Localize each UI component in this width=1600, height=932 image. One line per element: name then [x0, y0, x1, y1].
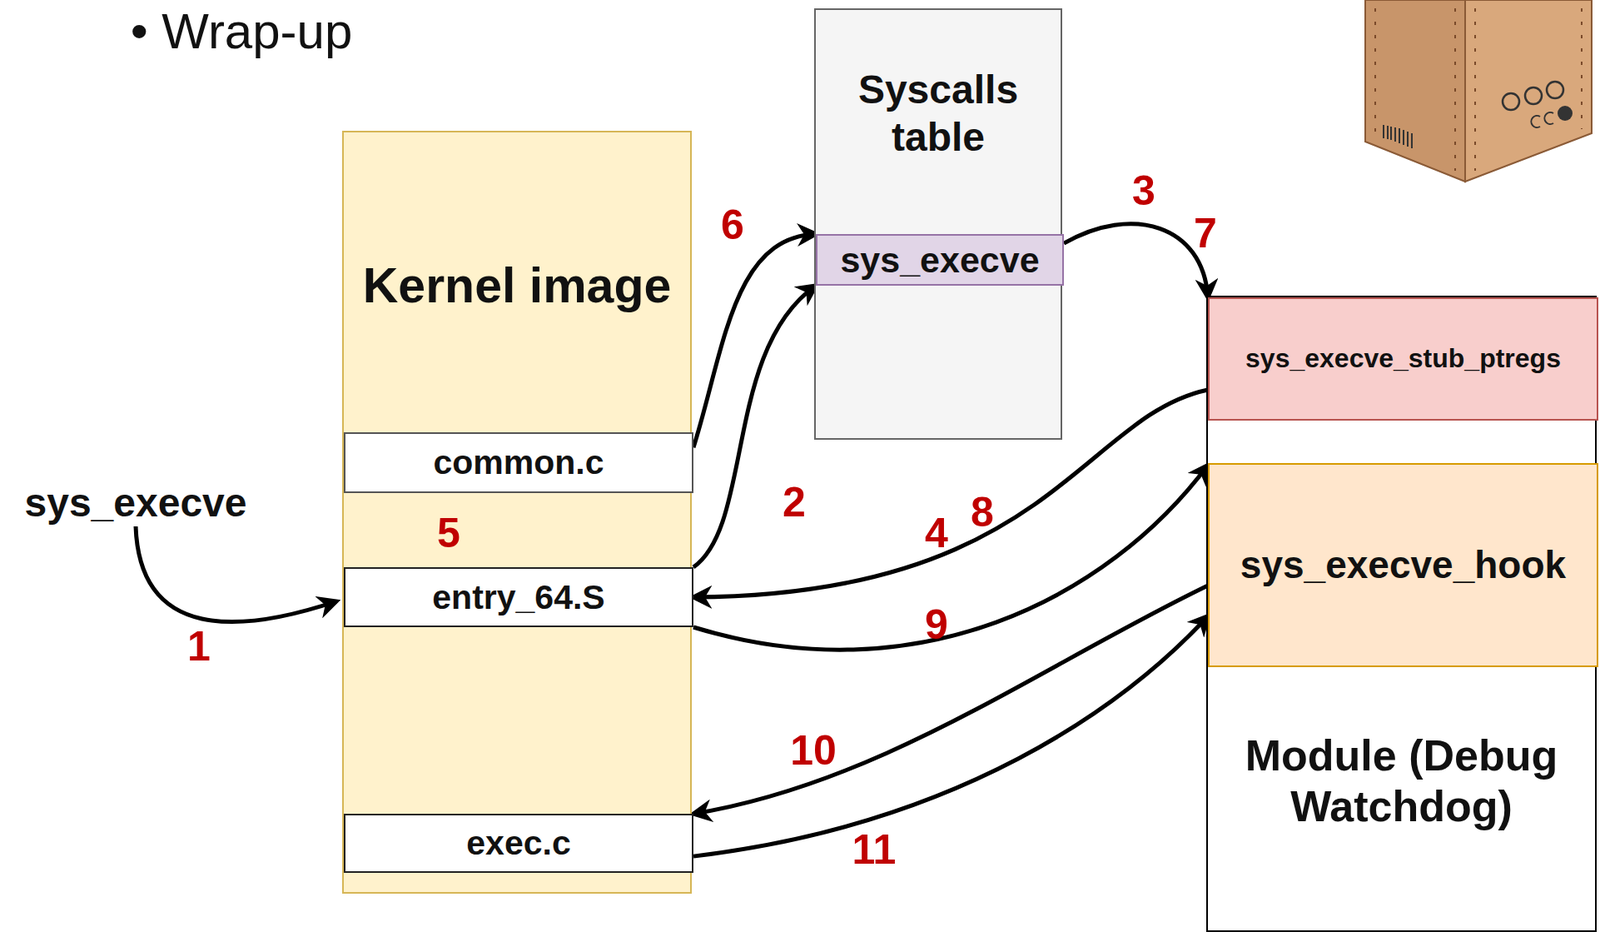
- node-label: common.c: [426, 442, 611, 482]
- stub-box: sys_execve_stub_ptregs: [1207, 297, 1599, 421]
- callout-number: 2: [782, 481, 806, 523]
- node-label: sys_execve_stub_ptregs: [1238, 342, 1568, 375]
- flow-arrow: [693, 585, 1208, 814]
- flow-arrow: [693, 233, 816, 448]
- node-label: Syscalls table: [829, 66, 1048, 161]
- callout-number: 6: [720, 203, 745, 246]
- flow-arrow: [693, 616, 1208, 856]
- source-file-box: exec.c: [343, 813, 694, 873]
- flow-arrow: [693, 285, 816, 567]
- callout-number: 4: [924, 511, 949, 554]
- syscall-name: sys_execve: [24, 479, 248, 526]
- flow-arrow: [1063, 223, 1208, 298]
- kernel-region: Kernel image common.c entry_64.S exec.c: [342, 130, 692, 894]
- callout-number: 3: [1132, 169, 1156, 212]
- node-label: sys_execve: [833, 238, 1046, 282]
- flow-arrow: [693, 464, 1208, 650]
- table-entry: sys_execve: [815, 233, 1064, 286]
- callout-number: 10: [790, 729, 837, 771]
- node-label: Module (Debug Watchdog): [1221, 730, 1582, 833]
- wooden-box-picture: [1365, 0, 1592, 182]
- source-file-box: entry_64.S: [343, 566, 694, 627]
- source-file-box: common.c: [343, 432, 694, 493]
- node-label: exec.c: [459, 822, 577, 863]
- hook-box: sys_execve_hook: [1207, 462, 1599, 667]
- callout-number: 8: [970, 491, 994, 533]
- callout-number: 11: [852, 828, 897, 870]
- arrow-one: [135, 526, 337, 622]
- callout-number: 5: [437, 511, 461, 554]
- module-region: Module (Debug Watchdog) sys_execve_stub_p…: [1206, 295, 1597, 932]
- node-label: entry_64.S: [425, 576, 612, 617]
- callout-number: 7: [1193, 212, 1218, 254]
- callout-number: 9: [924, 603, 949, 646]
- callout-number: 1: [187, 625, 211, 667]
- table-region: Syscalls table sys_execve: [814, 8, 1063, 440]
- slide-heading: • Wrap-up: [130, 1, 353, 60]
- node-label: sys_execve_hook: [1233, 541, 1573, 587]
- node-label: Kernel image: [357, 257, 677, 316]
